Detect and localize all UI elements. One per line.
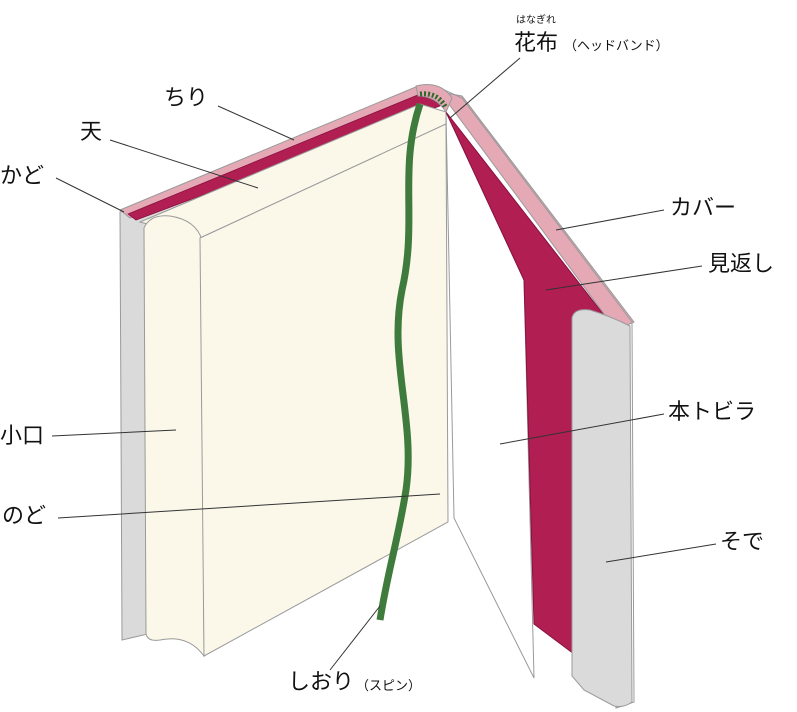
leader-sode xyxy=(605,543,717,563)
main-page xyxy=(199,123,449,657)
leader-kado xyxy=(55,177,125,213)
chiri-label: ちり xyxy=(164,86,209,111)
hanagire-ruby-label: はなぎれ xyxy=(516,15,556,26)
leader-hontobira xyxy=(499,413,665,445)
leader-hanagire xyxy=(449,57,521,119)
page-block-fore-edge xyxy=(143,215,205,658)
leader-cover xyxy=(555,209,665,231)
leader-ten xyxy=(109,139,259,189)
leader-lines xyxy=(51,57,717,671)
ten-label: 天 xyxy=(80,120,103,145)
headband xyxy=(419,91,449,110)
shiori-label: しおり xyxy=(288,670,355,695)
leader-mikaeshi xyxy=(545,265,703,291)
jacket-flap xyxy=(571,309,633,707)
hontobira-label: 本トビラ xyxy=(668,400,757,425)
nodo-label: のど xyxy=(2,504,47,529)
shiori-note-label: （スピン） xyxy=(356,679,422,694)
leader-nodo xyxy=(57,493,441,519)
koguchi-label: 小口 xyxy=(0,424,45,449)
bookmark-ribbon xyxy=(376,102,424,621)
leader-chiri xyxy=(217,105,295,141)
cover-label: カバー xyxy=(670,196,737,221)
hanagire-label: 花布 xyxy=(514,31,559,56)
sode-label: そで xyxy=(720,530,765,555)
leader-shiori xyxy=(329,605,381,671)
hanagire-note-label: （ヘッドバンド） xyxy=(564,39,669,54)
leader-koguchi xyxy=(51,429,177,437)
kado-label: かど xyxy=(0,164,45,189)
mikaeshi-label: 見返し xyxy=(708,252,775,277)
